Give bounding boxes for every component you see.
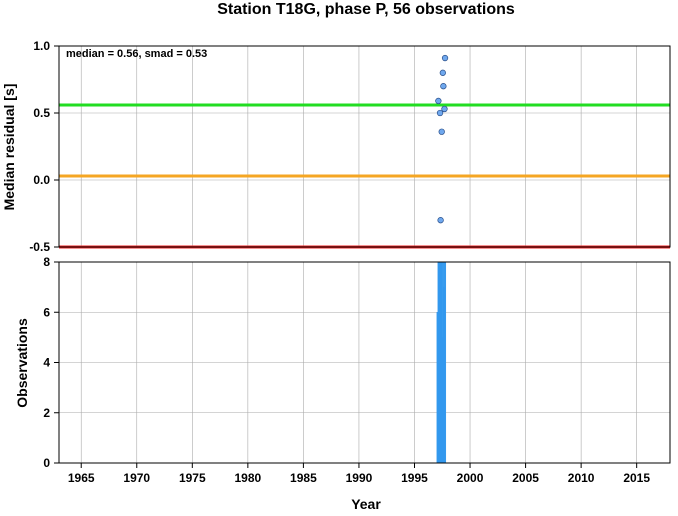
x-tick-label: 1990 <box>346 471 373 485</box>
x-tick-label: 1995 <box>401 471 428 485</box>
x-tick-label: 1975 <box>179 471 206 485</box>
x-tick-label: 1985 <box>290 471 317 485</box>
top-y-tick-label: -0.5 <box>29 240 50 254</box>
top-y-ticks: -0.5 0.0 0.5 1.0 <box>29 39 59 254</box>
bottom-y-tick-label: 0 <box>43 456 50 470</box>
bottom-y-tick-label: 8 <box>43 255 50 269</box>
data-point <box>440 83 447 90</box>
top-grid <box>59 45 670 248</box>
top-y-tick-label: 0.0 <box>33 173 50 187</box>
bottom-panel: 0 2 4 6 8 1965 1970 1975 1980 1985 1990 1995 2000 20… <box>14 255 671 512</box>
bottom-y-tick-label: 4 <box>43 356 50 370</box>
observation-bar <box>444 261 447 464</box>
bottom-bars <box>436 261 447 464</box>
bottom-y-ticks: 0 2 4 6 8 <box>43 255 59 470</box>
data-point <box>439 69 446 76</box>
x-tick-label: 2010 <box>568 471 595 485</box>
x-tick-label: 1970 <box>123 471 150 485</box>
data-point <box>437 217 444 224</box>
top-reference-lines <box>59 103 670 249</box>
x-tick-label: 2005 <box>512 471 539 485</box>
bottom-x-axis-label: Year <box>351 496 381 511</box>
top-panel: -0.5 0.0 0.5 1.0 median = 0.56, smad = 0.53… <box>1 39 671 254</box>
data-point <box>441 54 449 62</box>
top-plot-frame <box>58 45 671 248</box>
x-tick-label: 2000 <box>457 471 484 485</box>
top-y-axis-label: Median residual [s] <box>1 84 17 211</box>
x-tick-label: 2015 <box>623 471 650 485</box>
bottom-x-ticks: 1965 1970 1975 1980 1985 1990 1995 2000 2005 2010… <box>68 463 650 485</box>
data-point <box>441 105 448 113</box>
bottom-y-axis-label: Observations <box>14 318 30 408</box>
chart-title: Station T18G, phase P, 56 observations <box>217 1 515 18</box>
data-point <box>435 97 442 105</box>
top-points <box>435 54 449 224</box>
top-y-tick-label: 0.5 <box>33 106 50 120</box>
data-point <box>436 109 444 117</box>
bottom-grid <box>59 261 670 464</box>
top-y-tick-label: 1.0 <box>33 39 50 53</box>
top-annotation: median = 0.56, smad = 0.53 <box>66 48 207 60</box>
data-point <box>438 128 445 135</box>
bottom-y-tick-label: 6 <box>43 305 50 319</box>
x-tick-label: 1980 <box>235 471 262 485</box>
bottom-y-tick-label: 2 <box>43 406 50 420</box>
x-tick-label: 1965 <box>68 471 95 485</box>
